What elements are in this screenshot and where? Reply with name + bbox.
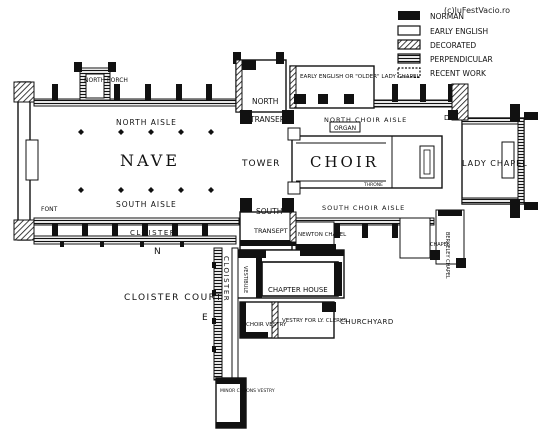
label-choir-vestry: CHOIR VESTRY	[246, 322, 287, 328]
label-newton-chapel: NEWTON CHAPEL	[298, 232, 347, 238]
label-south-transept-line1: SOUTH	[256, 207, 282, 216]
label-font: FONT	[41, 206, 58, 213]
label-n-marker: N	[154, 247, 161, 257]
label-lady-chapel: LADY CHAPEL	[462, 159, 528, 168]
legend-swatch-perpendicular	[397, 53, 421, 64]
label-tower: TOWER	[241, 159, 280, 169]
legend-label-norman: NORMAN	[430, 12, 464, 21]
label-north-aisle: NORTH AISLE	[116, 118, 177, 127]
label-vestry-clerks: VESTRY FOR LY. CLERKS	[282, 318, 348, 324]
label-choir: CHOIR	[310, 153, 379, 171]
label-north-transept-line1: NORTH	[252, 97, 278, 106]
label-cloister-east: CLOISTER	[222, 256, 230, 302]
legend-swatch-norman	[398, 11, 420, 20]
legend-label-recent-work: RECENT WORK	[430, 69, 487, 78]
walls	[13, 52, 538, 429]
label-d-marker: D	[444, 114, 449, 122]
label-berkeley-chapel: BERKELEY CHAPEL	[444, 232, 450, 279]
watermark: (c)luFestVacio.ro	[444, 6, 510, 15]
nave-piers	[78, 129, 214, 193]
label-south-choir-aisle: SOUTH CHOIR AISLE	[322, 204, 405, 212]
label-cloister-court: CLOISTER COURT	[124, 293, 223, 303]
legend-label-early-english: EARLY ENGLISH	[430, 27, 488, 36]
labels: NORTH PORCH NORTH AISLE NAVE SOUTH AISLE…	[41, 74, 528, 394]
legend: NORMAN EARLY ENGLISH DECORATED PERPENDIC…	[397, 11, 493, 78]
label-south-aisle: SOUTH AISLE	[116, 200, 177, 209]
label-north-transept-line2: TRANSEPT	[249, 115, 289, 124]
label-early-english-chapel: EARLY ENGLISH OR "OLDER" LADY CHAPEL	[300, 74, 421, 80]
label-minor-canons-vestry: MINOR CANONS VESTRY	[220, 388, 275, 394]
legend-label-perpendicular: PERPENDICULAR	[430, 55, 493, 64]
label-throne: THRONE	[363, 182, 383, 188]
label-e-marker: E	[202, 313, 208, 323]
label-churchyard: CHURCHYARD	[340, 318, 394, 326]
label-north-choir-aisle: NORTH CHOIR AISLE	[324, 116, 407, 124]
label-organ: ORGAN	[334, 125, 356, 132]
label-south-transept-line2: TRANSEPT	[253, 227, 288, 235]
label-chapter-house: CHAPTER HOUSE	[268, 286, 328, 294]
label-north-porch: NORTH PORCH	[84, 77, 128, 84]
label-cloister-north: CLOISTER	[130, 229, 176, 237]
legend-label-decorated: DECORATED	[430, 41, 476, 50]
legend-swatch-early-english	[397, 25, 421, 36]
label-vestibule: VESTIBULE	[242, 266, 248, 293]
label-nave: NAVE	[120, 151, 180, 170]
label-corner-chapel: CHAPEL	[430, 242, 450, 248]
legend-swatch-recent-work	[397, 67, 421, 78]
legend-swatch-decorated	[397, 39, 421, 50]
